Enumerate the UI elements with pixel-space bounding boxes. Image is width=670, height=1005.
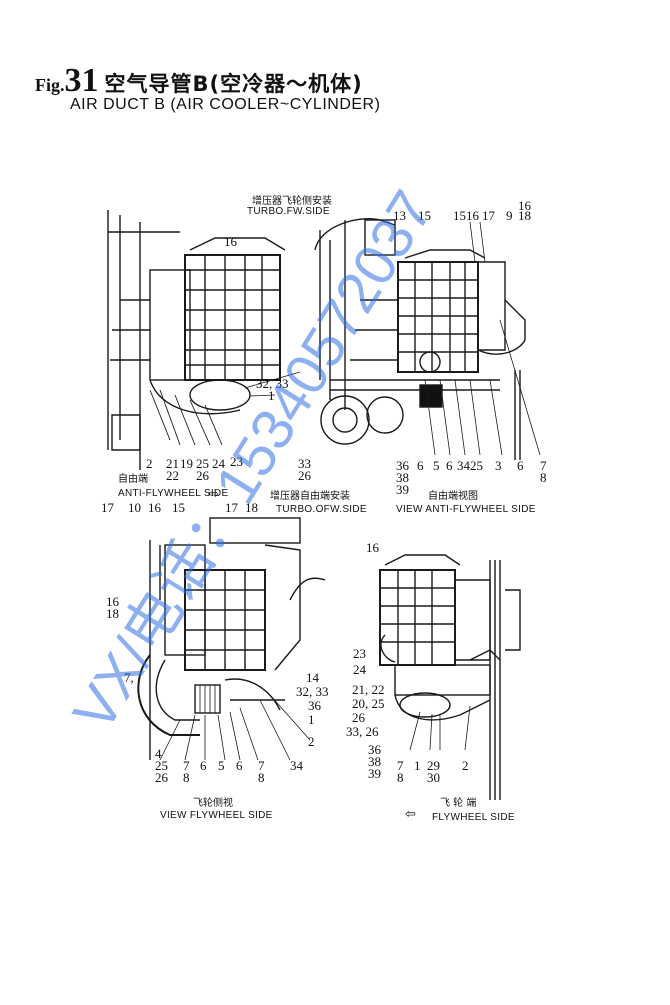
top-right-callout-label: 39 xyxy=(396,482,409,497)
view-bottom-left-drawing xyxy=(137,517,326,761)
bottom-left-callout-label: 1 xyxy=(308,712,315,727)
top-left-callout-label: 21 xyxy=(166,456,179,471)
bottom-left-callout-label: 10 xyxy=(128,500,141,515)
top-left-callout-label: 16 xyxy=(224,234,238,249)
bottom-left-callout-label: 18 xyxy=(245,500,258,515)
top-right-callout-label: 36 xyxy=(396,458,410,473)
bottom-right-callout-label: 33, 26 xyxy=(346,724,379,739)
bottom-right-callout-label: 1 xyxy=(414,758,421,773)
top-right-callout-label: 7 xyxy=(540,458,547,473)
bottom-left-callout-label: 17 xyxy=(101,500,115,515)
top-right-caption-cn: 自由端视图 xyxy=(428,489,478,502)
arrow-left-icon: ⇦ xyxy=(405,806,416,821)
top-right-callout-label: 16 xyxy=(466,208,480,223)
bottom-left-caption-cn: 飞轮侧视 xyxy=(193,796,233,809)
top-right-callout-label: 6 xyxy=(517,458,524,473)
bottom-left-callout-label: 7 xyxy=(258,758,265,773)
top-left-caption-cn: 自由端 xyxy=(118,472,148,485)
bottom-left-callout-label: 7, xyxy=(124,670,134,685)
bottom-right-callout-label: 38 xyxy=(368,754,381,769)
bottom-right-callout-label: 23 xyxy=(353,646,366,661)
bottom-left-callout-label: 16 xyxy=(148,500,162,515)
bottom-right-callout-label: 20, 25 xyxy=(352,696,385,711)
bottom-left-callout-label: 8 xyxy=(183,770,190,785)
figure-title-english: AIR DUCT B (AIR COOLER~CYLINDER) xyxy=(70,96,381,113)
top-right-callout-label: 3 xyxy=(495,458,502,473)
bottom-left-callout-label: 32, 33 xyxy=(296,684,329,699)
top-right-callout-label: 25 xyxy=(470,458,483,473)
top-right-callout-label: 5 xyxy=(433,458,440,473)
bottom-right-callout-label: 39 xyxy=(368,766,381,781)
bottom-left-callout-label: 36 xyxy=(308,698,322,713)
bottom-right-caption-cn: 飞 轮 端 xyxy=(440,796,476,809)
bottom-left-callout-label: 4 xyxy=(155,746,162,761)
figure-prefix: Fig. xyxy=(35,75,65,95)
bottom-right-callout-label: 2 xyxy=(462,758,469,773)
bottom-right-callout-label: 16 xyxy=(366,540,380,555)
bottom-right-callout-label: 30 xyxy=(427,770,440,785)
bottom-left-callout-label: 2 xyxy=(308,734,315,749)
bottom-left-callout-label: 17 xyxy=(225,500,239,515)
top-left-callout-label: 25 xyxy=(196,456,209,471)
top-left-callout-label: 22 xyxy=(166,468,179,483)
bottom-left-callout-label: 34 xyxy=(290,758,304,773)
figure-title-chinese: 空气导管B(空冷器～机体) xyxy=(104,72,363,96)
bottom-right-callout-label: 26 xyxy=(352,710,366,725)
top-right-callout-label: 26 xyxy=(298,468,312,483)
bottom-right-callout-label: 21, 22 xyxy=(352,682,385,697)
bottom-left-header-en: TURBO.OFW.SIDE xyxy=(276,504,367,515)
bottom-left-callout-label: 6 xyxy=(200,758,207,773)
top-left-caption-en: ANTI-FLYWHEEL SIDE xyxy=(118,488,228,499)
top-right-callout-label: 13 xyxy=(393,208,406,223)
top-left-callout-label: 1 xyxy=(268,388,275,403)
top-right-callout-label: 6 xyxy=(446,458,453,473)
top-right-callout-label: 6 xyxy=(417,458,424,473)
bottom-left-callout-label: 26 xyxy=(155,770,169,785)
bottom-left-callout-label: 25 xyxy=(155,758,168,773)
top-left-callout-label: 24 xyxy=(212,456,226,471)
arrow-right-icon: ⇨ xyxy=(208,486,219,501)
view-top-left-drawing xyxy=(107,210,301,470)
view-bottom-right-drawing xyxy=(379,554,521,800)
bottom-left-callout-label: 8 xyxy=(258,770,265,785)
bottom-right-callout-label: 29 xyxy=(427,758,440,773)
figure-number: 31 xyxy=(64,62,99,99)
bottom-right-callout-label: 8 xyxy=(397,770,404,785)
top-right-header-en: TURBO.FW.SIDE xyxy=(247,206,330,217)
bottom-right-callout-label: 36 xyxy=(368,742,382,757)
top-left-callout-label: 23 xyxy=(230,454,243,469)
top-right-callout-label: 16 xyxy=(518,198,532,213)
bottom-right-caption-en: FLYWHEEL SIDE xyxy=(432,812,515,823)
top-right-callout-label: 15 xyxy=(418,208,431,223)
bottom-left-callout-label: 15 xyxy=(172,500,185,515)
bottom-left-callout-label: 7 xyxy=(183,758,190,773)
bottom-left-callout-label: 14 xyxy=(306,670,320,685)
top-left-callout-label: 32, 33 xyxy=(256,376,289,391)
top-right-callout-label: 34 xyxy=(457,458,471,473)
bottom-left-header-cn: 增压器自由端安装 xyxy=(270,489,350,502)
bottom-left-caption-en: VIEW FLYWHEEL SIDE xyxy=(160,810,273,821)
bottom-left-callout-label: 16 xyxy=(106,594,120,609)
bottom-left-callout-label: 6 xyxy=(236,758,243,773)
top-right-callout-label: 18 xyxy=(518,208,531,223)
top-right-header-cn: 增压器飞轮侧安装 xyxy=(252,194,332,207)
view-top-right-drawing xyxy=(314,218,541,460)
top-right-caption-en: VIEW ANTI-FLYWHEEL SIDE xyxy=(396,504,536,515)
top-right-callout-label: 38 xyxy=(396,470,409,485)
top-right-callout-label: 33 xyxy=(298,456,311,471)
bottom-left-callout-label: 5 xyxy=(218,758,225,773)
watermark: VX/电话：15340572037 xyxy=(61,180,446,742)
bottom-left-callout-label: 18 xyxy=(106,606,119,621)
top-left-callout-label: 19 xyxy=(180,456,193,471)
top-right-callout-label: 15 xyxy=(453,208,466,223)
top-left-callout-label: 2 xyxy=(146,456,153,471)
top-right-callout-label: 8 xyxy=(540,470,547,485)
bottom-right-callout-label: 7 xyxy=(397,758,404,773)
top-left-callout-label: 26 xyxy=(196,468,210,483)
bottom-right-callout-label: 24 xyxy=(353,662,367,677)
top-right-callout-label: 9 xyxy=(506,208,513,223)
top-right-callout-label: 17 xyxy=(482,208,496,223)
